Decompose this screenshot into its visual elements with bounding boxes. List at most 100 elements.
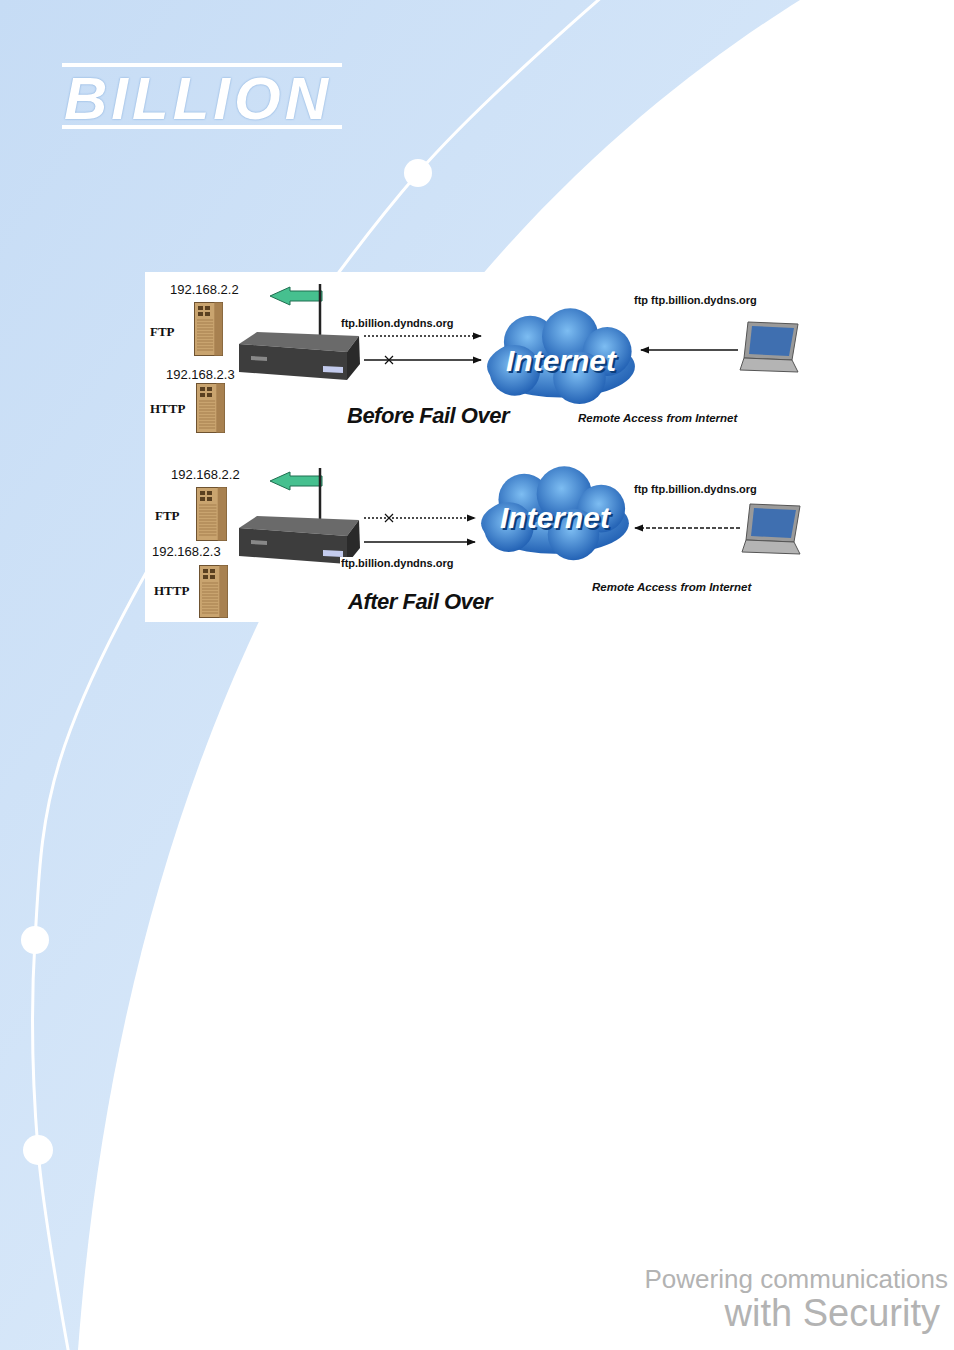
connector	[364, 359, 481, 360]
server-vent	[199, 425, 215, 426]
server-side	[216, 384, 224, 433]
server-bay	[207, 491, 212, 495]
server-vent	[197, 335, 213, 336]
ip-address: 192.168.2.2	[171, 467, 240, 482]
connector	[364, 335, 481, 336]
server-vent	[199, 535, 216, 536]
router-display	[323, 550, 343, 557]
server-label: FTP	[155, 508, 180, 524]
server-bay	[198, 312, 203, 316]
server-body	[200, 566, 228, 618]
connector-group	[364, 514, 475, 522]
server-vent	[197, 338, 213, 339]
server-vent	[199, 407, 215, 408]
server-vent	[199, 401, 215, 402]
server-vent	[199, 517, 216, 518]
cloud-label: Internet	[500, 501, 610, 535]
slogan: Powering communications	[645, 1264, 948, 1295]
caption-note: Remote Access from Internet	[578, 412, 737, 424]
server-vent	[197, 320, 213, 321]
server-vent	[202, 589, 218, 590]
server-vent	[199, 514, 216, 515]
server-vent	[202, 604, 218, 605]
server-bay	[198, 306, 203, 310]
server-vent	[197, 347, 213, 348]
edge-label: ftp.billion.dyndns.org	[340, 557, 454, 569]
server-bay	[205, 306, 210, 310]
connector	[364, 517, 475, 518]
ip-address: 192.168.2.3	[152, 544, 221, 559]
laptop-figure	[740, 320, 800, 378]
server-bay	[207, 497, 212, 501]
router-badge	[251, 540, 267, 545]
server-label: HTTP	[150, 401, 185, 417]
server-vent	[197, 344, 213, 345]
server-vent	[199, 520, 216, 521]
server-vent	[202, 601, 218, 602]
server-box: 192.168.2.3HTTP	[199, 565, 228, 618]
decor-dot	[23, 1135, 53, 1165]
server-vent	[199, 508, 216, 509]
diagram-panel	[145, 272, 805, 622]
server-vent	[197, 332, 213, 333]
server-vent	[202, 610, 218, 611]
panel-title: After Fail Over	[348, 589, 492, 615]
laptop-lid	[744, 322, 798, 360]
router-figure	[237, 282, 362, 384]
server-vent	[199, 419, 215, 420]
connector	[641, 349, 738, 350]
cloud-shape	[487, 308, 635, 404]
server-side	[218, 488, 227, 541]
server-vent	[197, 350, 213, 351]
router-antenna	[319, 468, 322, 521]
failure-mark	[385, 514, 393, 522]
server-vent	[199, 413, 215, 414]
server-vent	[202, 598, 218, 599]
server-vent	[197, 329, 213, 330]
router-display	[323, 366, 343, 373]
server-vent	[197, 326, 213, 327]
white-ground	[78, 0, 954, 1350]
server-label: FTP	[150, 324, 175, 340]
router-badge	[251, 356, 267, 361]
server-vent	[202, 586, 218, 587]
url-label: ftp ftp.billion.dydns.org	[634, 294, 757, 306]
server-vent	[199, 526, 216, 527]
failure-mark	[385, 356, 393, 364]
internet-cloud: Internet	[478, 470, 632, 562]
server-vent	[199, 422, 215, 423]
laptop-screen	[751, 508, 796, 538]
server-bay	[205, 312, 210, 316]
ip-address: 192.168.2.2	[170, 282, 239, 297]
router-front	[239, 344, 347, 380]
server-vent	[199, 532, 216, 533]
server-label: HTTP	[154, 583, 189, 599]
server-bay	[207, 393, 212, 397]
server-vent	[202, 595, 218, 596]
server-vent	[197, 341, 213, 342]
server-vent	[199, 505, 216, 506]
router-figure	[237, 466, 362, 568]
panel-title: Before Fail Over	[347, 403, 509, 429]
server-box: 192.168.2.2FTP	[194, 302, 223, 356]
server-vent	[199, 523, 216, 524]
server-body	[197, 488, 227, 541]
laptop-lid	[746, 504, 800, 542]
connector	[364, 541, 475, 542]
server-vent	[202, 583, 218, 584]
router-antenna	[319, 284, 322, 337]
laptop-base	[740, 358, 798, 372]
server-vent	[202, 607, 218, 608]
internet-cloud: Internet	[484, 312, 638, 406]
server-vent	[199, 404, 215, 405]
server-vent	[197, 323, 213, 324]
decor-arc	[33, 0, 610, 1350]
server-vent	[202, 613, 218, 614]
server-vent	[199, 410, 215, 411]
edge-label: ftp.billion.dyndns.org	[340, 317, 454, 329]
server-bay	[200, 491, 205, 495]
server-bay	[200, 387, 205, 391]
server-box: 192.168.2.2FTP	[196, 487, 227, 541]
server-figure	[196, 487, 227, 541]
server-figure	[199, 565, 228, 618]
